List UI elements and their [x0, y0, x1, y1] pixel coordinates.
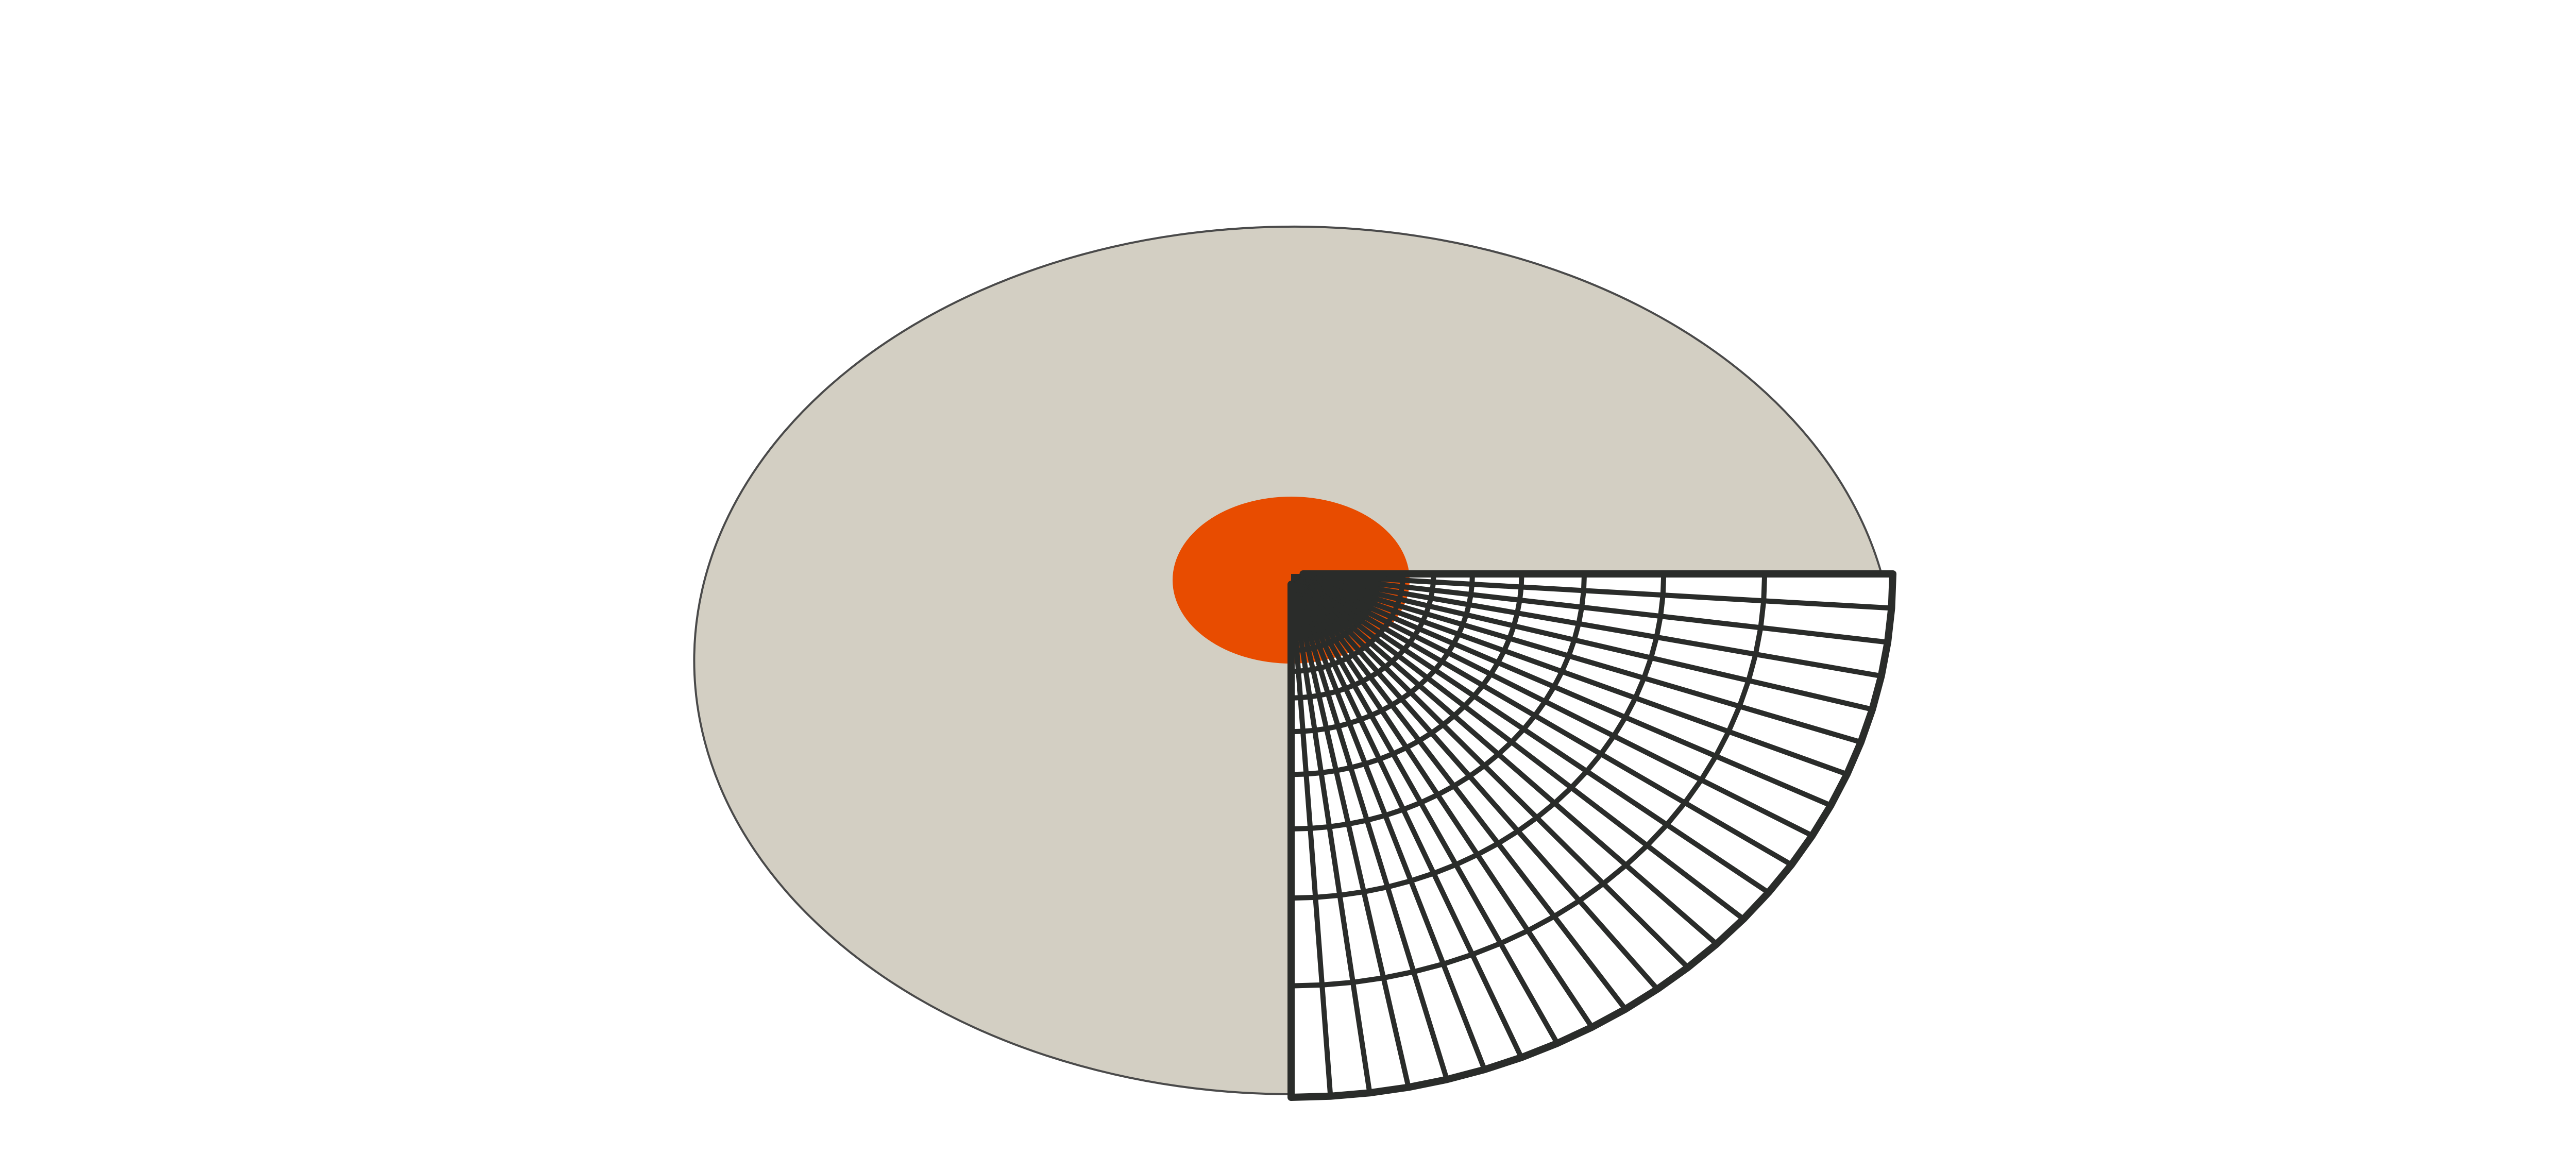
mesh-spoke-line [1298, 577, 1794, 868]
mesh-spoke-line [1292, 581, 1450, 1082]
mesh-spoke-line [1300, 574, 1875, 712]
mesh-spoke-line [1296, 579, 1691, 970]
mesh-spoke-line [1297, 578, 1747, 922]
mesh-spoke-line [1300, 572, 1894, 611]
mesh-spoke-line [1291, 581, 1411, 1090]
mesh-spoke-line [1295, 580, 1628, 1012]
mesh-spoke-line [1293, 581, 1524, 1060]
mesh-spoke-line [1297, 579, 1719, 947]
mesh-spoke-line [1300, 574, 1863, 745]
mesh-spoke-line [1300, 572, 1890, 645]
mesh-spoke-line [1292, 581, 1487, 1073]
mesh-spoke-line [1299, 576, 1815, 838]
mesh-spoke-line [1296, 580, 1660, 992]
mesh-spoke-line [1289, 582, 1333, 1099]
mesh-spoke-line [1299, 576, 1834, 808]
mesh-spoke-line [1294, 581, 1560, 1046]
mesh-spoke-line [1300, 573, 1884, 679]
mesh-spoke-line [1294, 580, 1595, 1030]
mesh-spoke-line [1299, 575, 1850, 777]
mesh-sector [1287, 570, 1896, 1101]
mesh-spoke-line [1290, 582, 1372, 1096]
mesh-spoke-line [1298, 578, 1771, 895]
